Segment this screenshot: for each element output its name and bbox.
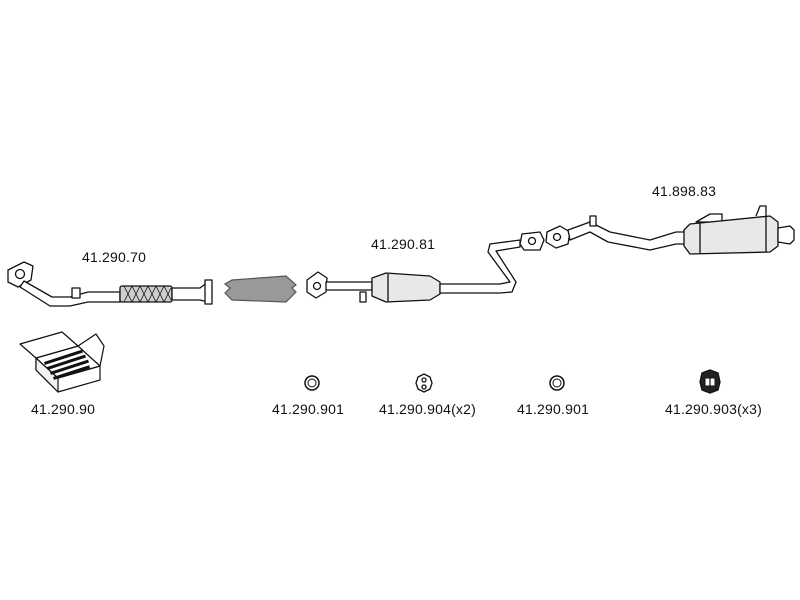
rear-silencer-drawing[interactable]: [545, 205, 795, 255]
front-pipe-part-number[interactable]: 41.290.70: [82, 249, 147, 265]
fitting-kit-part-number[interactable]: 41.290.90: [31, 401, 96, 417]
mid-resonator: [371, 272, 441, 303]
hanger-part-number[interactable]: 41.290.904(x2): [379, 401, 476, 417]
kit-bolts: [44, 349, 91, 380]
rear-inlet-pipe: [567, 221, 691, 251]
kit-box-lid-flap: [77, 333, 105, 367]
kit-bolt: [53, 365, 91, 380]
rear-silencer-part-number[interactable]: 41.898.83: [652, 183, 717, 199]
front-pipe-tail: [171, 281, 209, 303]
mid-section-part-number[interactable]: 41.290.81: [371, 236, 436, 252]
fitting-kit-drawing[interactable]: [19, 331, 105, 393]
ring-inner: [307, 378, 317, 388]
mid-section-drawing[interactable]: [306, 231, 545, 303]
hanger-icon[interactable]: [415, 373, 433, 393]
kit-bolt: [44, 349, 83, 365]
hanger-hole: [421, 377, 427, 383]
flange-hole: [552, 232, 562, 242]
flange-hole: [312, 281, 322, 291]
front-pipe-drawing[interactable]: [7, 261, 213, 307]
front-pipe-bracket: [71, 287, 81, 299]
ring-left-part-number[interactable]: 41.290.901: [272, 401, 345, 417]
rear-hanger-tab: [589, 215, 597, 227]
ring-left-icon[interactable]: [304, 375, 320, 391]
flange-hole: [14, 268, 26, 280]
front-pipe-end-flange: [204, 279, 213, 305]
ring-inner: [552, 378, 562, 388]
front-pipe-body: [19, 280, 121, 307]
rear-silencer-box: [683, 215, 779, 255]
rear-top-hanger: [755, 205, 767, 217]
kit-bolt: [47, 354, 86, 370]
kit-box-lid: [19, 331, 79, 359]
flange-hole: [527, 236, 537, 246]
hanger-body: [415, 373, 433, 393]
kit-bolt: [50, 359, 89, 375]
flex-braid: [123, 285, 172, 303]
hanger-hole: [421, 384, 427, 390]
ring-right-part-number[interactable]: 41.290.901: [517, 401, 590, 417]
mid-hanger-tab: [359, 291, 367, 303]
ring-right-icon[interactable]: [549, 375, 565, 391]
mid-inlet-pipe: [325, 281, 373, 291]
mid-tail-pipe: [439, 239, 521, 294]
catalyst-shape[interactable]: [223, 275, 297, 303]
rear-tailpipe: [777, 225, 795, 245]
rubber-mount-icon[interactable]: [699, 369, 721, 394]
rubber-mount-part-number[interactable]: 41.290.903(x3): [665, 401, 762, 417]
